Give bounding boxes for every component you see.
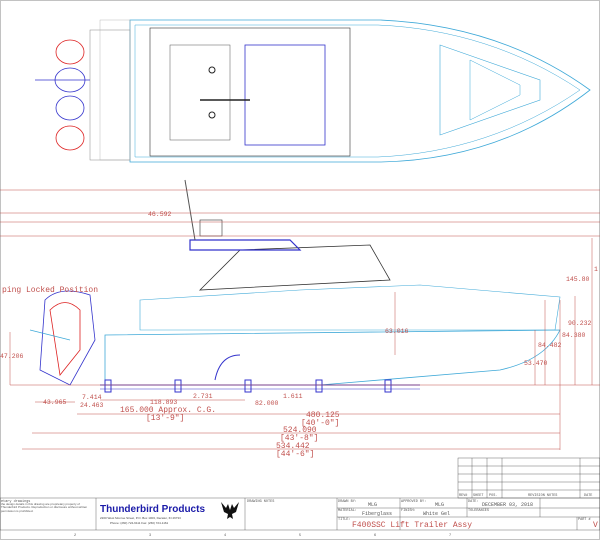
company-logo-text: Thunderbird Products bbox=[100, 504, 205, 515]
dimension-label: 84.380 bbox=[562, 332, 586, 339]
dimension-label: 1 bbox=[594, 266, 598, 273]
dimension-label: [13'-9"] bbox=[146, 414, 184, 423]
notes-text: the design details in this drawing are p… bbox=[1, 503, 88, 513]
date-value: DECEMBER 03, 2018 bbox=[482, 502, 533, 508]
svg-text:DATE:: DATE: bbox=[468, 500, 479, 504]
svg-text:7: 7 bbox=[449, 534, 451, 538]
svg-text:SHEET: SHEET bbox=[473, 494, 484, 498]
eagle-logo-icon bbox=[221, 502, 239, 519]
svg-text:2: 2 bbox=[74, 534, 76, 538]
svg-text:DRAWN BY:: DRAWN BY: bbox=[338, 500, 357, 504]
company-phone: Phone: (260) 724-9111 Fax: (260) 724-116… bbox=[110, 521, 169, 525]
dimension-label: 165.000 Approx. C.G. bbox=[120, 406, 216, 415]
svg-text:POS.: POS. bbox=[489, 494, 497, 498]
dimension-label: 43.965 bbox=[43, 399, 67, 406]
title-block bbox=[0, 497, 600, 531]
profile-engine bbox=[29, 290, 96, 386]
svg-text:REVISION NOTES: REVISION NOTES bbox=[528, 494, 557, 498]
dimension-label: 524.090 bbox=[283, 426, 317, 435]
dimension-label: 7.414 bbox=[82, 394, 102, 401]
drawing-title: F400SSC Lift Trailer Assy bbox=[352, 521, 472, 530]
plan-view bbox=[89, 19, 591, 163]
dimension-label: 118.893 bbox=[150, 399, 177, 406]
revision-table-headers: REV# SHEET POS. REVISION NOTES DATE bbox=[459, 494, 592, 498]
dimension-label: 84.482 bbox=[538, 342, 562, 349]
svg-text:TOLERANCES: TOLERANCES bbox=[468, 509, 489, 513]
finish-value: White Gel bbox=[423, 511, 450, 517]
dimension-label: 480.125 bbox=[306, 411, 340, 420]
svg-text:6: 6 bbox=[374, 534, 376, 538]
svg-text:PART #: PART # bbox=[578, 518, 591, 522]
engine-icon bbox=[55, 39, 85, 65]
dimension-label: 534.442 bbox=[276, 442, 310, 451]
dimension-label: 2.731 bbox=[193, 393, 213, 400]
title-block-text: etary drawings the design details in thi… bbox=[1, 499, 598, 530]
engine-icon bbox=[55, 125, 85, 151]
company-address: 2200 West Monroe Street, P.O. Box 1003, … bbox=[100, 516, 181, 520]
engine-icon bbox=[55, 95, 85, 121]
dimension-label: [44'-6"] bbox=[276, 450, 314, 459]
dimension-label: 90.232 bbox=[568, 320, 592, 327]
drawn-by-value: MLG bbox=[368, 502, 377, 508]
svg-text:DRAWING NOTES: DRAWING NOTES bbox=[247, 500, 274, 504]
svg-text:MATERIAL:: MATERIAL: bbox=[338, 509, 357, 513]
svg-text:TITLE:: TITLE: bbox=[338, 518, 351, 522]
dimension-label: 47.206 bbox=[0, 353, 24, 360]
approved-by-value: MLG bbox=[435, 502, 444, 508]
dimension-label: 82.000 bbox=[255, 400, 279, 407]
svg-text:3: 3 bbox=[149, 534, 151, 538]
view-label: ping Locked Position bbox=[2, 286, 98, 295]
dimension-label: 46.592 bbox=[148, 211, 172, 218]
svg-text:FINISH:: FINISH: bbox=[401, 509, 416, 513]
dimension-label: 53.470 bbox=[524, 360, 548, 367]
zone-numbers: 2 3 4 5 6 7 bbox=[74, 534, 451, 538]
material-value: Fiberglass bbox=[362, 511, 392, 517]
notes-title: etary drawings bbox=[1, 499, 30, 504]
revision-table bbox=[457, 457, 600, 499]
dimension-label: [40'-0"] bbox=[301, 419, 339, 428]
dimension-label: 145.80 bbox=[566, 276, 590, 283]
plan-engines bbox=[35, 39, 90, 151]
dimension-label: 24.463 bbox=[80, 402, 104, 409]
svg-text:4: 4 bbox=[224, 534, 226, 538]
svg-text:REV#: REV# bbox=[459, 494, 467, 498]
svg-text:APPROVED BY:: APPROVED BY: bbox=[401, 500, 426, 504]
svg-text:DATE: DATE bbox=[584, 494, 592, 498]
dimension-labels: 46.592 ping Locked Position 47.206 43.96… bbox=[0, 211, 598, 459]
dimension-label: [43'-8"] bbox=[280, 434, 318, 443]
dimension-lines bbox=[0, 189, 600, 450]
svg-text:5: 5 bbox=[299, 534, 301, 538]
dimension-label: 1.611 bbox=[283, 393, 303, 400]
part-number: V bbox=[593, 521, 598, 530]
dimension-label: 63.016 bbox=[385, 328, 409, 335]
